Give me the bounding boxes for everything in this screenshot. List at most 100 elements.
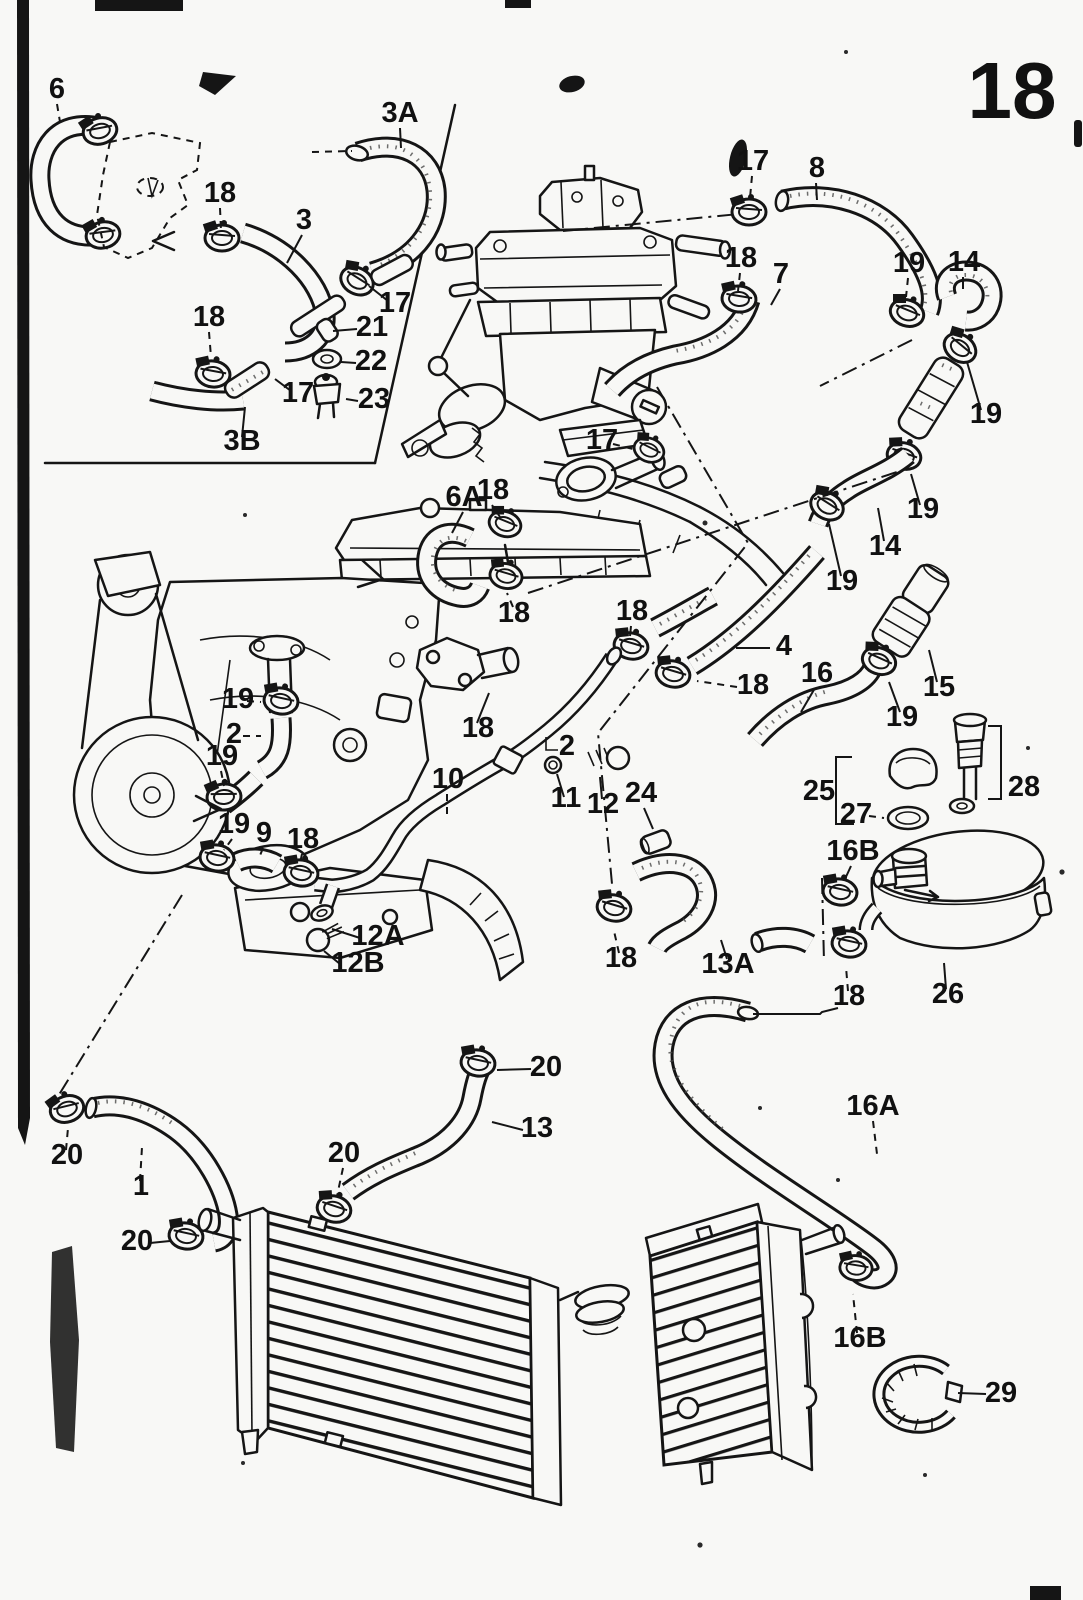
callout-6A: 6A bbox=[445, 481, 482, 513]
hose-16 bbox=[747, 636, 903, 748]
pipe-17 bbox=[223, 361, 271, 399]
callout-16B-2: 16B bbox=[833, 1322, 886, 1354]
callout-18-1: 18 bbox=[204, 177, 236, 209]
callout-18-7: 18 bbox=[737, 669, 769, 701]
hose-16A bbox=[652, 996, 898, 1290]
callout-2-1: 2 bbox=[226, 718, 242, 750]
hose-8 bbox=[728, 186, 942, 316]
clamp-ring-29 bbox=[872, 1354, 964, 1434]
hose-14-upper bbox=[883, 260, 1003, 370]
callout-13: 13 bbox=[521, 1112, 553, 1144]
callout-3A: 3A bbox=[381, 97, 418, 129]
callout-22: 22 bbox=[355, 345, 387, 377]
callout-1: 1 bbox=[133, 1170, 149, 1202]
union-15 bbox=[871, 563, 950, 658]
bolt-12A-12B bbox=[305, 904, 345, 953]
callout-19-8: 19 bbox=[218, 808, 250, 840]
callout-18-3: 18 bbox=[725, 242, 757, 274]
callout-18-5: 18 bbox=[498, 597, 530, 629]
callout-26: 26 bbox=[932, 978, 964, 1010]
callout-12: 12 bbox=[587, 788, 619, 820]
callout-28: 28 bbox=[1008, 771, 1040, 803]
fitting-2-and-bolt-12 bbox=[543, 737, 631, 775]
callout-27: 27 bbox=[840, 798, 872, 830]
hose-2 bbox=[201, 679, 302, 814]
callout-18-6: 18 bbox=[616, 595, 648, 627]
callout-17-4: 17 bbox=[586, 424, 618, 456]
hose-clamp bbox=[455, 1041, 499, 1080]
expansion-tank-26 bbox=[858, 829, 1053, 950]
leader-lines bbox=[56, 103, 1002, 1395]
callout-6: 6 bbox=[49, 73, 65, 105]
callout-23: 23 bbox=[358, 383, 390, 415]
carburetor-illustration bbox=[400, 164, 785, 587]
t-piece-21 bbox=[289, 294, 347, 343]
callout-20-1: 20 bbox=[51, 1139, 83, 1171]
callout-18-11: 18 bbox=[833, 980, 865, 1012]
radiator-2 bbox=[644, 1202, 876, 1486]
callout-12B: 12B bbox=[331, 947, 384, 979]
seal-washer-22 bbox=[311, 348, 343, 370]
callout-18-4: 18 bbox=[477, 474, 509, 506]
callout-8: 8 bbox=[809, 152, 825, 184]
hose-clamp bbox=[817, 870, 861, 909]
hose-13 bbox=[310, 1041, 499, 1228]
manifold-flange-17 bbox=[555, 427, 688, 502]
hose-1 bbox=[41, 1085, 239, 1253]
callout-18-8: 18 bbox=[462, 712, 494, 744]
cap-25 bbox=[888, 747, 938, 790]
coolant-pipe-10 bbox=[314, 646, 623, 909]
callout-4: 4 bbox=[776, 630, 792, 662]
hose-clamp bbox=[717, 277, 760, 315]
callout-18-10: 18 bbox=[605, 942, 637, 974]
hose-14-lower bbox=[802, 446, 915, 528]
callout-18-9: 18 bbox=[287, 823, 319, 855]
callout-17-1: 17 bbox=[379, 287, 411, 319]
callout-19-5: 19 bbox=[886, 701, 918, 733]
inset-detail-box bbox=[29, 103, 457, 465]
hose-9 bbox=[194, 836, 322, 890]
callout-17-2: 17 bbox=[282, 377, 314, 409]
callout-14-1: 14 bbox=[948, 246, 980, 278]
callout-2-2: 2 bbox=[559, 730, 575, 762]
callout-18-2: 18 bbox=[193, 301, 225, 333]
thermostat-housing-outline bbox=[95, 131, 202, 260]
hose-clamp bbox=[728, 192, 768, 227]
hose-7 bbox=[604, 277, 761, 398]
callout-14-2: 14 bbox=[869, 530, 901, 562]
thermostat-flange bbox=[415, 636, 520, 692]
hose-13A bbox=[591, 853, 816, 954]
pipe-17 bbox=[370, 253, 414, 287]
callout-20-3: 20 bbox=[328, 1137, 360, 1169]
callout-11: 11 bbox=[551, 782, 582, 814]
bushing-24 bbox=[639, 829, 672, 855]
hose-clamp bbox=[650, 650, 695, 692]
seal-27 bbox=[886, 805, 930, 831]
hose-6A bbox=[416, 500, 528, 608]
callout-20-2: 20 bbox=[121, 1225, 153, 1257]
callout-19-7: 19 bbox=[206, 740, 238, 772]
callout-29: 29 bbox=[985, 1377, 1017, 1409]
callout-9: 9 bbox=[256, 817, 272, 849]
callout-13A: 13A bbox=[701, 948, 754, 980]
callout-3B: 3B bbox=[223, 425, 260, 457]
level-sensor-28 bbox=[948, 712, 988, 815]
callout-19-4: 19 bbox=[826, 565, 858, 597]
scan-artifacts bbox=[17, 0, 1082, 1600]
hose-4 bbox=[650, 545, 825, 675]
callout-16B-1: 16B bbox=[826, 835, 879, 867]
radiator-1 bbox=[197, 1206, 630, 1507]
callout-25: 25 bbox=[803, 775, 835, 807]
callout-19-2: 19 bbox=[970, 398, 1002, 430]
hose-clamp bbox=[41, 1085, 89, 1129]
callout-12A: 12A bbox=[351, 920, 404, 952]
callout-labels: 6 18 3A 3 18 17 21 22 23 17 3B 17 8 18 7… bbox=[49, 73, 1040, 1409]
callout-19-3: 19 bbox=[907, 493, 939, 525]
callout-24: 24 bbox=[625, 777, 657, 809]
callout-17-3: 17 bbox=[737, 145, 769, 177]
callout-21: 21 bbox=[356, 311, 388, 343]
callout-3: 3 bbox=[296, 204, 312, 236]
page-number: 18 bbox=[968, 46, 1057, 135]
